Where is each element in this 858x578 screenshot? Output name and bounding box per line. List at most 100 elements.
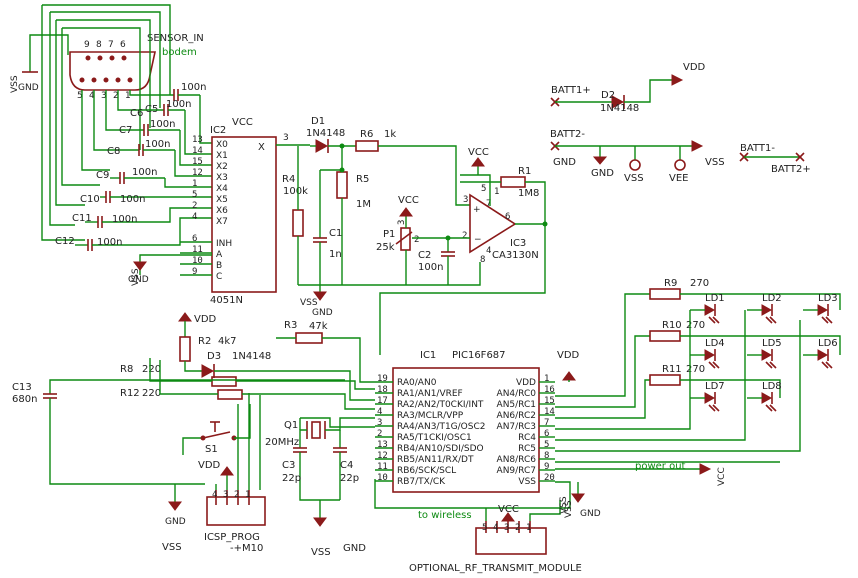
led-ray [769,316,777,324]
vss-label-batt: VSS [705,157,725,168]
ic2-x-pin: 3 [283,133,289,143]
rf-pin-1: 1 [526,523,531,533]
opamp-plus: + [473,205,481,215]
led-body [761,392,773,404]
led-ray [765,316,773,324]
ic1-left-pin-number: 10 [377,473,388,483]
p1-value: 25k [376,242,395,253]
icsp-pin-3: 3 [223,490,228,500]
vdd-symbol-r2: VDD [178,312,217,337]
vdd-symbol-s1: VDD [198,460,234,476]
ic1-right-pin-number: 15 [544,396,555,406]
power-out-note: power out [635,461,686,472]
led-8: LD8 [747,381,782,412]
vcc-symbol-rf: VCC [498,504,519,522]
sensor-pin-label-5: 5 [77,91,83,101]
ic1-left-pin-number: 2 [377,429,382,439]
r5-value: 1M [356,199,371,210]
ic2-input-wires [160,95,212,246]
ic2-pin-number: 4 [192,212,197,222]
ic2-pin-number: 12 [192,168,203,178]
c2-label: C2 [418,250,431,261]
c6-value: 100n [166,99,191,110]
ic3-opamp: + − 3 2 6 7 4 5 1 8 IC3 CA3130N [462,184,539,265]
ic1-left-pin-number: 3 [377,418,382,428]
led-5: LD5 [747,338,782,369]
r9-value: 270 [690,278,709,289]
sensor-pin-label-9: 9 [84,40,90,50]
led-ray [769,404,777,412]
resistor-r4: R4 100k [282,174,308,237]
r2-value: 4k7 [218,336,237,347]
led-label: LD1 [705,293,725,304]
capacitor-c4: C4 22p [333,447,359,500]
ic1-left-pin-name: RB5/AN11/RX/DT [397,455,474,465]
led-body [704,304,716,316]
capacitor-c10: 100n C10 [80,191,160,205]
vss-gnd-symbol-top: VSS GND [10,60,39,93]
ic1-pic: IC1 PIC16F687 RA0/AN019RA1/AN1/VREF18RA2… [375,350,555,493]
c3-label: C3 [282,460,295,471]
r9-label: R9 [664,278,677,289]
sensor-pin-label-4: 4 [89,91,95,101]
d3-type: 1N4148 [232,351,271,362]
led-3: LD3 [803,293,838,324]
led-body [817,349,829,361]
c3-value: 22p [282,473,301,484]
icsp-sub-label: -+M10 [230,543,263,554]
ic1-right-pin-number: 9 [544,462,549,472]
ic1-left-pin-name: RA3/MCLR/VPP [397,411,464,421]
capacitor-c6: 100n C6 [130,99,191,119]
ic1-right-pin-name: AN5/RC1 [497,400,536,410]
led-ray [712,316,720,324]
vcc-symbol-p1: VCC [398,195,419,228]
c1-label: C1 [329,228,342,239]
sensor-in-connector: 9 8 7 6 5 4 3 2 1 SENSOR_IN bodem [69,33,204,101]
r10-value: 270 [686,320,705,331]
c11-value: 100n [112,214,137,225]
c4-value: 22p [340,473,359,484]
ic1-right-pin-number: 5 [544,440,549,450]
ic2-pin-name: X4 [216,184,228,194]
icsp-connector: 4 3 2 1 ICSP_PROG -+M10 [204,490,266,554]
c13-value: 680n [12,394,37,405]
vcc-label-ic2: VCC [232,117,253,128]
ic3-type: CA3130N [492,250,539,261]
capacitor-c11: 100n C11 [72,213,160,228]
ic3-pin-5: 5 [481,184,486,194]
r10-label: R10 [662,320,682,331]
ic1-right-pin-name: AN6/RC2 [497,411,536,421]
ic2-pin-number: 6 [192,234,197,244]
ic1-left-pin-name: RA2/AN2/T0CKI/INT [397,400,484,410]
led-label: LD7 [705,381,725,392]
led-label: LD6 [818,338,838,349]
led-6: LD6 [803,338,838,369]
icsp-pin-2: 2 [234,490,239,500]
ic3-pin-6: 6 [505,212,510,222]
ic2-pin-number: 10 [192,256,203,266]
ic2-pin-name: X0 [216,140,228,150]
ic1-right-pin-number: 16 [544,385,555,395]
rf-pin-2: 2 [515,523,520,533]
q1-value: 20MHz [265,437,299,448]
r12-value: 220 [142,388,161,399]
c10-label: C10 [80,194,100,205]
ic2-pin-number: 2 [192,201,197,211]
ic3-pin-3: 3 [463,195,468,205]
gnd-label-top: GND [18,83,39,93]
gnd-label-batt-left: GND [553,157,576,168]
led-body [704,392,716,404]
c4-label: C4 [340,460,353,471]
r6-label: R6 [360,129,373,140]
ic1-right-pin-number: 1 [544,374,549,384]
capacitor-c7: 100n C7 [119,119,180,136]
gnd-label-ic2: GND [128,275,149,285]
batt2p-label: BATT2+ [771,164,811,175]
to-wireless-note: to wireless [418,510,472,521]
ic1-left-pin-name: RA4/AN3/T1G/OSC2 [397,422,486,432]
r11-value: 270 [686,364,705,375]
ic1-left-pin-name: RA0/AN0 [397,378,437,388]
crystal-q1: Q1 20MHz [265,420,326,448]
ic1-label: IC1 [420,350,436,361]
